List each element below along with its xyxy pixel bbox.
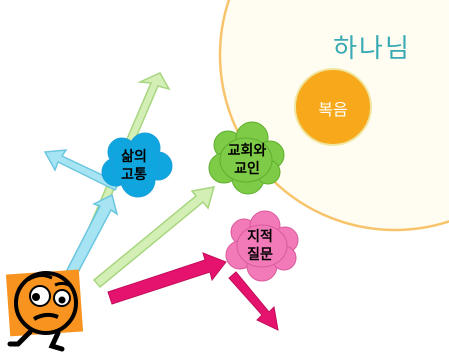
cloud-suffering [101,132,173,198]
gospel-circle [294,68,372,146]
church-label: 교회와 교인 [227,143,267,177]
cloud-intellect [225,210,299,282]
arrow-cyan-lower [64,193,119,277]
arrow-green-church [92,186,216,289]
cloud-church [208,121,285,195]
intellect-label: 지적 질문 [247,229,273,263]
suffering-label: 삶의 고통 [121,149,147,183]
arrow-magenta-lower [228,271,279,331]
arrow-magenta-upper [107,252,227,305]
gospel-label: 복음 [318,100,348,119]
confused-face-icon [5,269,84,352]
god-label: 하나님 [333,34,411,64]
